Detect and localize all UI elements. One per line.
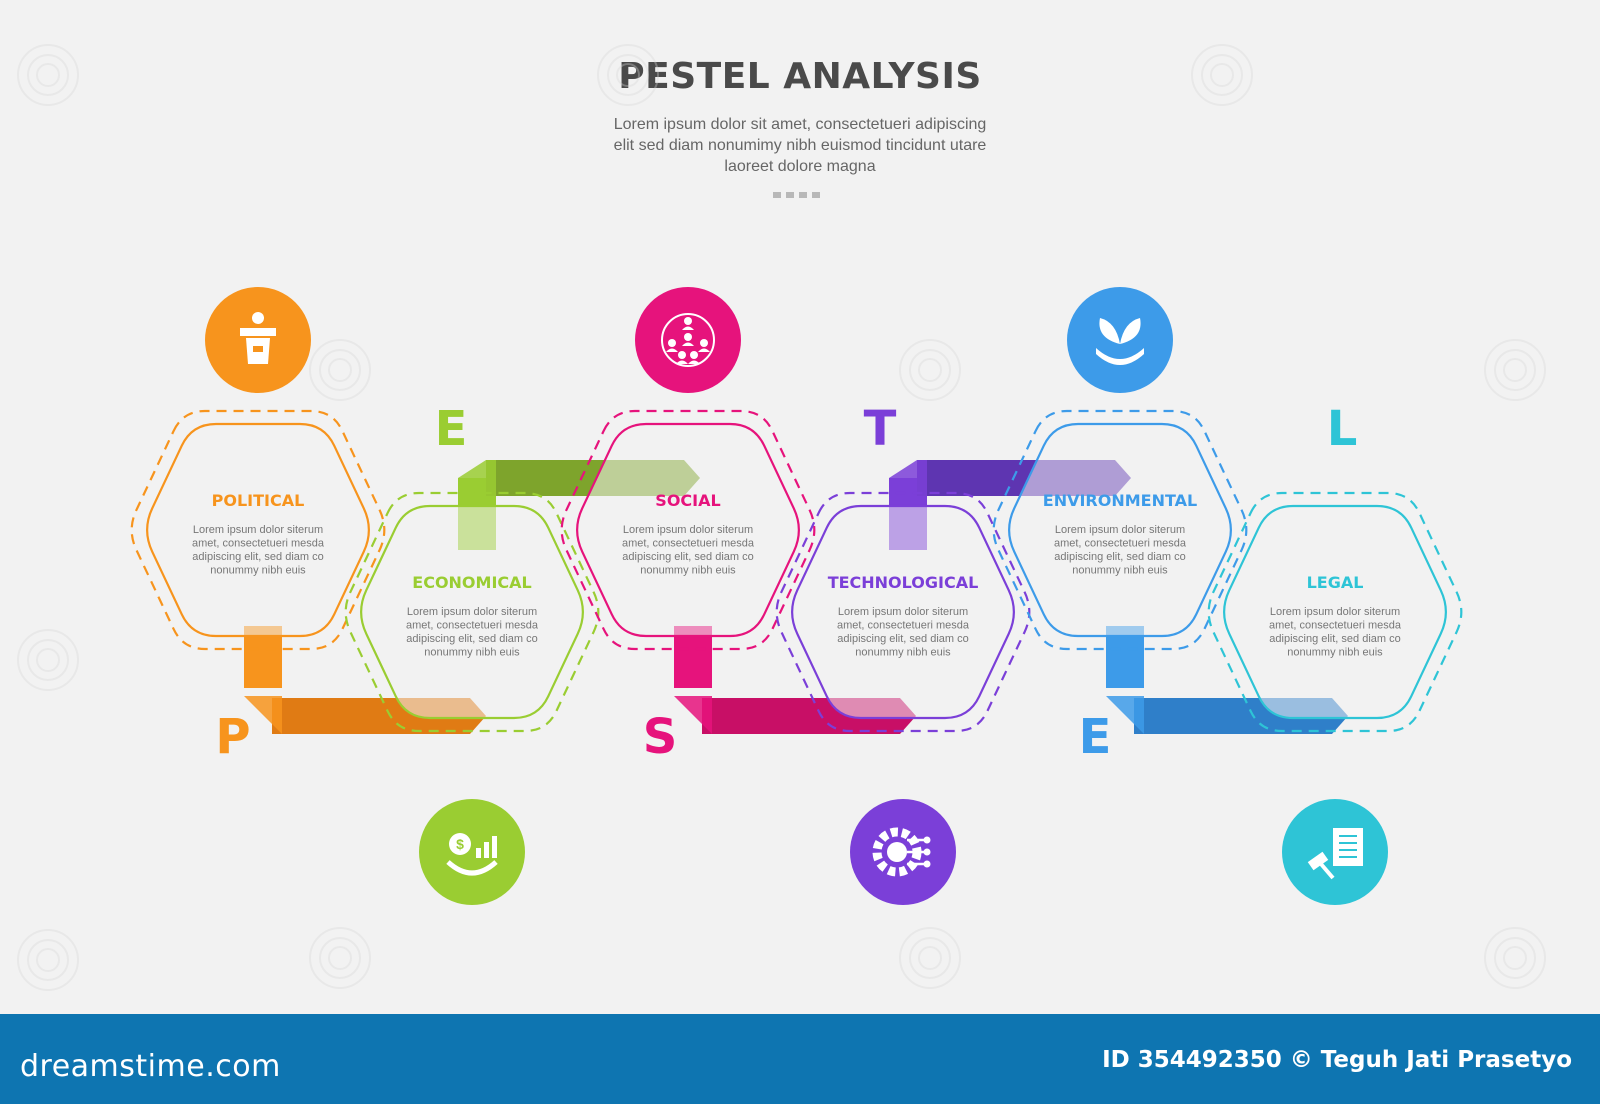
hexagon-body-line: adipiscing elit, sed diam co [406, 633, 537, 645]
pestel-letter-technological: T [864, 401, 897, 457]
hexagon-body-line: Lorem ipsum dolor siterum [623, 524, 753, 536]
pestel-letter-environmental: E [1079, 709, 1112, 765]
hexagon-body-line: adipiscing elit, sed diam co [1054, 551, 1185, 563]
watermark-swirl [1191, 44, 1253, 106]
hexagon-body-line: amet, consectetueri mesda [622, 538, 755, 550]
svg-text:$: $ [456, 836, 464, 852]
hexagon-body-line: nonummy nibh euis [424, 647, 520, 659]
hexagon-body-line: amet, consectetueri mesda [837, 620, 970, 632]
hexagon-body-line: nonummy nibh euis [210, 565, 306, 577]
hexagon-environmental: ENVIRONMENTAL Lorem ipsum dolor siterum am… [992, 409, 1248, 651]
watermark-swirl [1484, 339, 1546, 401]
plant-hand-icon [1067, 287, 1173, 393]
hexagon-body-line: Lorem ipsum dolor siterum [193, 524, 323, 536]
watermark-swirl [17, 629, 79, 691]
hexagon-title: ECONOMICAL [412, 573, 531, 592]
subtitle-line: Lorem ipsum dolor sit amet, consectetuer… [613, 116, 987, 133]
image-credit: ID 354492350 © Teguh Jati Prasetyo [1102, 1047, 1572, 1073]
subtitle-line: elit sed diam nonumimy nibh euismod tinc… [613, 137, 987, 154]
hexagon-body-line: adipiscing elit, sed diam co [1269, 633, 1400, 645]
watermark-swirl [309, 339, 371, 401]
page-title: PESTEL ANALYSIS [618, 56, 982, 97]
page-subtitle: Lorem ipsum dolor sit amet, consectetuer… [560, 114, 1040, 177]
hexagon-body-line: amet, consectetueri mesda [1054, 538, 1187, 550]
footer-bar: dreamstime.com ID 354492350 © Teguh Jati… [0, 1014, 1600, 1104]
pestel-letter-social: S [643, 709, 678, 765]
hexagon-title: TECHNOLOGICAL [828, 573, 979, 592]
watermark-swirl [899, 339, 961, 401]
brand-logo[interactable]: dreamstime.com [20, 1049, 281, 1084]
watermark-pattern [17, 44, 1546, 991]
hexagon-technological: TECHNOLOGICAL Lorem ipsum dolor siterum am… [775, 491, 1031, 733]
pestel-letter-legal: L [1327, 401, 1358, 457]
watermark-swirl [597, 44, 659, 106]
hexagon-political: POLITICAL Lorem ipsum dolor siterum amet, … [130, 409, 386, 651]
hexagon-title: POLITICAL [212, 491, 305, 510]
hexagon-title: ENVIRONMENTAL [1043, 491, 1197, 510]
hexagon-legal: LEGAL Lorem ipsum dolor siterum amet, cons… [1207, 491, 1463, 733]
hexagon-body-line: Lorem ipsum dolor siterum [407, 606, 537, 618]
pestel-letters: P E S T E L [215, 401, 1357, 765]
hexagon-nodes: POLITICAL Lorem ipsum dolor siterum amet, … [130, 409, 1463, 733]
watermark-swirl [309, 927, 371, 989]
pestel-diagram: POLITICAL Lorem ipsum dolor siterum amet, … [17, 44, 1546, 991]
watermark-swirl [899, 927, 961, 989]
hexagon-body-line: nonummy nibh euis [1287, 647, 1383, 659]
hexagon-body-line: Lorem ipsum dolor siterum [838, 606, 968, 618]
people-network-icon [635, 287, 741, 393]
hexagon-title: SOCIAL [655, 491, 720, 510]
subtitle-line: laoreet dolore magna [724, 158, 876, 175]
hexagon-body-line: nonummy nibh euis [855, 647, 951, 659]
hexagon-body-line: Lorem ipsum dolor siterum [1055, 524, 1185, 536]
connector-arrows [244, 460, 1348, 734]
hexagon-body-line: nonummy nibh euis [640, 565, 736, 577]
pestel-letter-economical: E [435, 401, 468, 457]
hexagon-body-line: nonummy nibh euis [1072, 565, 1168, 577]
watermark-swirl [17, 929, 79, 991]
separator-dots [773, 192, 820, 198]
hexagon-body-line: Lorem ipsum dolor siterum [1270, 606, 1400, 618]
hexagon-body-line: adipiscing elit, sed diam co [837, 633, 968, 645]
hexagon-body-line: adipiscing elit, sed diam co [622, 551, 753, 563]
watermark-swirl [17, 44, 79, 106]
hexagon-body-line: amet, consectetueri mesda [1269, 620, 1402, 632]
gear-circuit-icon [850, 799, 956, 905]
hexagon-body-line: adipiscing elit, sed diam co [192, 551, 323, 563]
icon-circles: $ [205, 287, 1388, 905]
watermark-swirl [1484, 927, 1546, 989]
hexagon-title: LEGAL [1307, 573, 1364, 592]
gavel-document-icon [1282, 799, 1388, 905]
hexagon-body-line: amet, consectetueri mesda [406, 620, 539, 632]
pestel-letter-political: P [215, 709, 250, 765]
hexagon-body-line: amet, consectetueri mesda [192, 538, 325, 550]
hexagon-economical: ECONOMICAL Lorem ipsum dolor siterum amet,… [344, 491, 600, 733]
podium-speaker-icon [205, 287, 311, 393]
money-growth-chart-icon: $ [419, 799, 525, 905]
hexagon-social: SOCIAL Lorem ipsum dolor siterum amet, con… [560, 409, 816, 651]
